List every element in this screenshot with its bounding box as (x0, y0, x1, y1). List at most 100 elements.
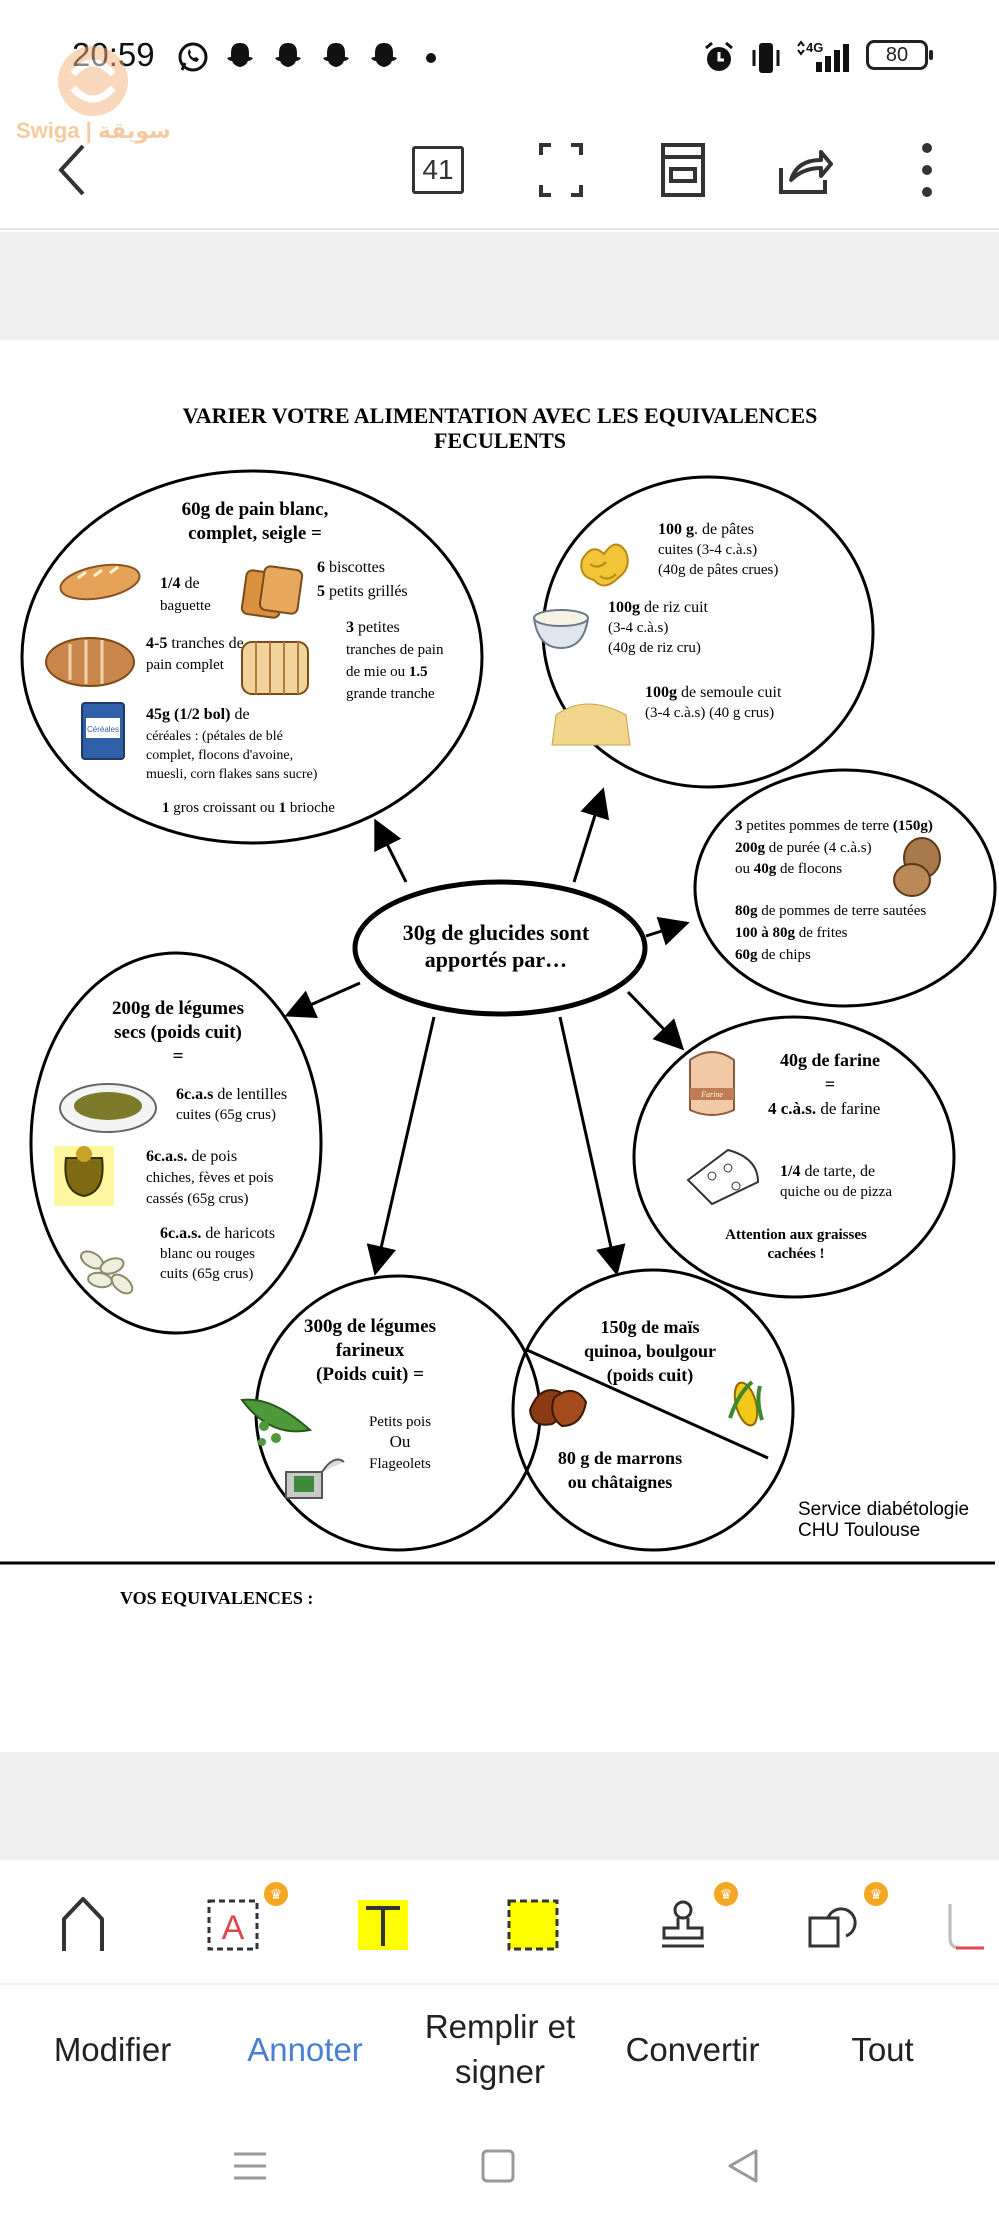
fullscreen-icon (539, 143, 583, 197)
textbox-tool[interactable]: A ♛ (188, 1880, 288, 1970)
bread-heading: 60g de pain blanc, (182, 499, 329, 520)
svg-text:80g de pommes de terre sautées: 80g de pommes de terre sautées (735, 903, 926, 919)
swiga-logo-watermark (58, 46, 128, 116)
more-options-button[interactable] (892, 135, 962, 205)
svg-text:quinoa, boulgour: quinoa, boulgour (584, 1341, 716, 1361)
svg-text:(Poids cuit) =: (Poids cuit) = (316, 1364, 424, 1385)
shape-tool[interactable]: ♛ (788, 1880, 888, 1970)
svg-text:(3-4 c.à.s) (40 g crus): (3-4 c.à.s) (40 g crus) (645, 705, 774, 721)
beans-illustration (80, 1250, 134, 1295)
textbox-icon: A (207, 1899, 259, 1951)
area-highlight-tool[interactable] (488, 1880, 578, 1970)
sliced-bread-illustration (241, 641, 309, 695)
back-button[interactable] (38, 135, 108, 205)
diagram-title: VARIER VOTRE ALIMENTATION AVEC LES EQUIV… (183, 403, 818, 428)
svg-text:200g de purée (4 c.à.s): 200g de purée (4 c.à.s) (735, 840, 872, 856)
share-icon (779, 150, 833, 194)
fullscreen-button[interactable] (526, 135, 596, 205)
area-highlight-icon (507, 1899, 559, 1951)
svg-text:Petits pois: Petits pois (369, 1414, 431, 1430)
svg-text:4G: 4G (806, 40, 823, 55)
corn-illustration (728, 1380, 764, 1427)
svg-text:3 petites pommes de terre (150: 3 petites pommes de terre (150g) (735, 818, 933, 834)
svg-text:150g de maïs: 150g de maïs (601, 1317, 700, 1337)
pasta-illustration (580, 543, 629, 587)
svg-text:4-5 tranches de: 4-5 tranches de (146, 635, 244, 652)
svg-text:baguette: baguette (160, 598, 211, 614)
legumes-secs-ellipse (29, 951, 323, 1335)
svg-text:(40g de pâtes crues): (40g de pâtes crues) (658, 562, 778, 578)
svg-text:grande tranche: grande tranche (346, 686, 435, 702)
svg-text:=: = (825, 1074, 835, 1094)
annotation-tools: A ♛ ♛ ♛ (0, 1860, 999, 1985)
equivalences-diagram: VARIER VOTRE ALIMENTATION AVEC LES EQUIV… (0, 403, 997, 1608)
snapchat-icon (227, 43, 253, 67)
bread-heading-line2: complet, seigle = (188, 523, 322, 544)
pen-icon (62, 1897, 104, 1951)
mais-ellipse (511, 1268, 795, 1552)
tab-annoter[interactable]: Annoter (247, 2030, 363, 2068)
eraser-tool[interactable] (944, 1880, 999, 1970)
reading-mode-button[interactable] (648, 135, 718, 205)
svg-text:(40g de riz cru): (40g de riz cru) (608, 640, 701, 656)
more-vertical-icon (922, 143, 932, 197)
chestnuts-illustration (528, 1389, 588, 1428)
svg-text:ou châtaignes: ou châtaignes (568, 1472, 673, 1492)
snapchat-icon (371, 43, 397, 67)
svg-text:cachées !: cachées ! (767, 1246, 824, 1262)
home-square-icon (481, 2149, 515, 2183)
more-notifications-dot-icon (426, 53, 436, 63)
svg-text:cassés (65g crus): cassés (65g crus) (146, 1191, 248, 1207)
bottom-tabs: Modifier Annoter Remplir et signer Conve… (0, 1990, 999, 2110)
svg-text:Ou: Ou (390, 1432, 411, 1451)
center-text: 30g de glucides sont (403, 920, 590, 945)
cereal-box-illustration: Céréales (81, 702, 125, 760)
quiche-illustration (686, 1148, 760, 1206)
whatsapp-icon (178, 42, 208, 72)
snapchat-icon (323, 43, 349, 67)
svg-text:6c.a.s de lentilles: 6c.a.s de lentilles (176, 1086, 287, 1103)
signal-4g-icon: 4G (797, 40, 849, 72)
svg-text:6 biscottes: 6 biscottes (317, 559, 385, 576)
svg-text:céréales : (pétales de blé: céréales : (pétales de blé (146, 729, 283, 744)
recent-apps-button[interactable] (220, 2136, 280, 2196)
diagram-title-line2: FECULENTS (434, 428, 566, 453)
top-toolbar: 41 (0, 115, 999, 230)
shapes-icon (808, 1907, 857, 1948)
tab-convertir[interactable]: Convertir (625, 2030, 760, 2068)
pdf-page[interactable]: VARIER VOTRE ALIMENTATION AVEC LES EQUIV… (0, 340, 999, 1752)
svg-text:cuits (65g crus): cuits (65g crus) (160, 1266, 253, 1282)
svg-text:pain complet: pain complet (146, 657, 225, 673)
home-button[interactable] (468, 2136, 528, 2196)
svg-text:farineux: farineux (336, 1340, 405, 1361)
back-triangle-icon (728, 2149, 758, 2183)
svg-text:80 g de marrons: 80 g de marrons (558, 1448, 682, 1468)
tab-remplir-et-signer[interactable]: Remplir et signer (424, 2008, 576, 2090)
premium-crown-icon: ♛ (864, 1882, 888, 1906)
status-bar: 20:59 4G 80 (0, 0, 999, 115)
document-gap-top (0, 232, 999, 340)
page-layout-icon (661, 143, 705, 197)
stamp-icon (662, 1900, 704, 1948)
stamp-tool[interactable]: ♛ (638, 1880, 738, 1970)
svg-text:100 à 80g de frites: 100 à 80g de frites (735, 925, 848, 941)
svg-text:100 g. de pâtes: 100 g. de pâtes (658, 521, 754, 538)
menu-lines-icon (234, 2152, 266, 2180)
svg-text:=: = (173, 1046, 184, 1067)
svg-text:6c.a.s. de pois: 6c.a.s. de pois (146, 1148, 237, 1165)
tab-tout[interactable]: Tout (851, 2030, 914, 2068)
svg-text:5 petits grillés: 5 petits grillés (317, 583, 408, 600)
tab-modifier[interactable]: Modifier (53, 2030, 172, 2068)
ink-pen-tool[interactable] (38, 1880, 128, 1970)
svg-text:Attention aux graisses: Attention aux graisses (725, 1227, 867, 1243)
svg-text:Flageolets: Flageolets (369, 1456, 431, 1472)
highlight-text-tool[interactable] (338, 1880, 428, 1970)
service-label-line2: CHU Toulouse (798, 1520, 920, 1541)
share-button[interactable] (770, 135, 840, 205)
page-count-button[interactable]: 41 (403, 135, 473, 205)
lentils-plate-illustration (59, 1083, 157, 1133)
svg-text:6c.a.s. de haricots: 6c.a.s. de haricots (160, 1225, 275, 1242)
center-text-line2: apportés par… (425, 947, 567, 972)
system-back-button[interactable] (714, 2136, 774, 2196)
svg-text:secs (poids cuit): secs (poids cuit) (114, 1022, 242, 1043)
